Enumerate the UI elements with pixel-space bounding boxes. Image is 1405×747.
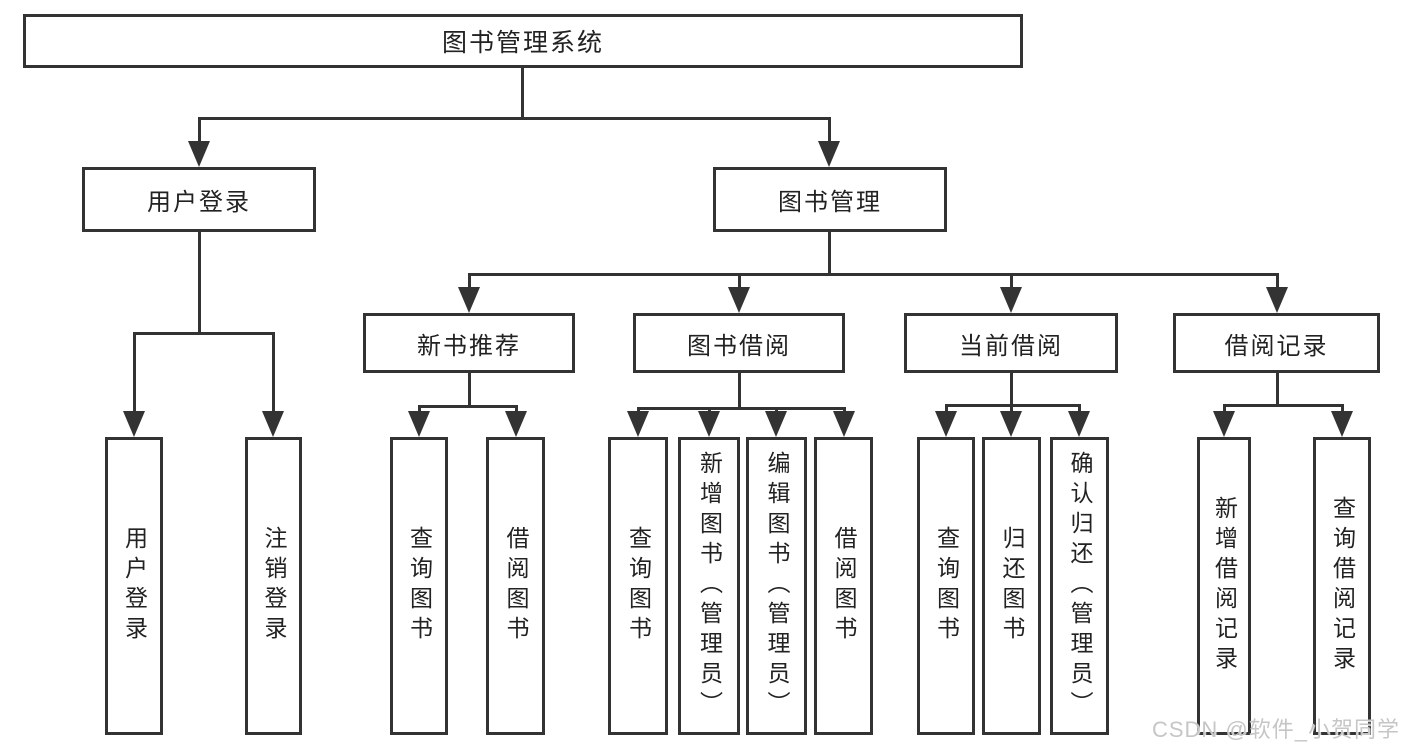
arrowhead-icon (728, 287, 750, 313)
connector-bar (133, 332, 275, 335)
connector-drop (828, 117, 831, 145)
node-add-borrow-record: 新增借阅记录 (1197, 437, 1251, 735)
arrowhead-icon (262, 411, 284, 437)
node-confirm-return-admin: 确认归还（管理员） (1050, 437, 1109, 735)
node-query-borrow-record: 查询借阅记录 (1313, 437, 1371, 735)
arrowhead-icon (1213, 411, 1235, 437)
node-query-books-current: 查询图书 (917, 437, 975, 735)
node-book-borrowing: 图书借阅 (633, 313, 845, 373)
node-return-books: 归还图书 (982, 437, 1041, 735)
node-borrow-books-borrowing: 借阅图书 (814, 437, 873, 735)
connector-drop (1223, 404, 1226, 415)
connector-drop (1010, 273, 1013, 291)
node-query-books-borrowing: 查询图书 (608, 437, 668, 735)
connector-drop (515, 405, 518, 415)
arrowhead-icon (188, 141, 210, 167)
arrowhead-icon (1266, 287, 1288, 313)
arrowhead-icon (1068, 411, 1090, 437)
node-borrowing-records: 借阅记录 (1173, 313, 1380, 373)
connector-drop (1341, 404, 1344, 415)
arrowhead-icon (1000, 411, 1022, 437)
connector-stem (828, 232, 831, 275)
node-book-management: 图书管理 (713, 167, 947, 232)
connector-drop (198, 117, 201, 145)
connector-drop (468, 273, 471, 291)
node-borrow-books-recommend: 借阅图书 (486, 437, 545, 735)
connector-drop (738, 273, 741, 291)
connector-bar (637, 407, 845, 410)
arrowhead-icon (818, 141, 840, 167)
watermark-text: CSDN @软件_小贺同学 (1151, 717, 1400, 742)
connector-drop (1276, 273, 1279, 291)
connector-drop (133, 332, 136, 415)
connector-drop (945, 404, 948, 415)
arrowhead-icon (408, 411, 430, 437)
arrowhead-icon (698, 411, 720, 437)
node-logout: 注销登录 (245, 437, 302, 735)
connector-level2-bar (198, 117, 831, 120)
arrowhead-icon (1000, 287, 1022, 313)
arrowhead-icon (505, 411, 527, 437)
arrowhead-icon (935, 411, 957, 437)
arrowhead-icon (833, 411, 855, 437)
connector-drop (272, 332, 275, 415)
connector-drop (418, 405, 421, 415)
node-current-borrowing: 当前借阅 (904, 313, 1118, 373)
connector-root-stem (521, 68, 524, 118)
node-query-books-recommend: 查询图书 (390, 437, 448, 735)
connector-stem (468, 373, 471, 408)
connector-drop (1078, 404, 1081, 415)
connector-bar (945, 404, 1081, 407)
node-add-books-admin: 新增图书（管理员） (678, 437, 740, 735)
connector-stem (1010, 373, 1013, 407)
arrowhead-icon (458, 287, 480, 313)
connector-bar (418, 405, 518, 408)
connector-stem (738, 373, 741, 410)
arrowhead-icon (1331, 411, 1353, 437)
node-user-login: 用户登录 (82, 167, 316, 232)
node-user-login-leaf: 用户登录 (105, 437, 163, 735)
arrowhead-icon (765, 411, 787, 437)
arrowhead-icon (627, 411, 649, 437)
node-edit-books-admin: 编辑图书（管理员） (746, 437, 807, 735)
arrowhead-icon (123, 411, 145, 437)
node-new-book-recommendation: 新书推荐 (363, 313, 575, 373)
connector-stem (1276, 373, 1279, 407)
node-library-management-system: 图书管理系统 (23, 14, 1023, 68)
connector-stem (198, 232, 201, 334)
connector-bar (1223, 404, 1344, 407)
connector-drop (1010, 404, 1013, 415)
connector-level3-bar (468, 273, 1279, 276)
